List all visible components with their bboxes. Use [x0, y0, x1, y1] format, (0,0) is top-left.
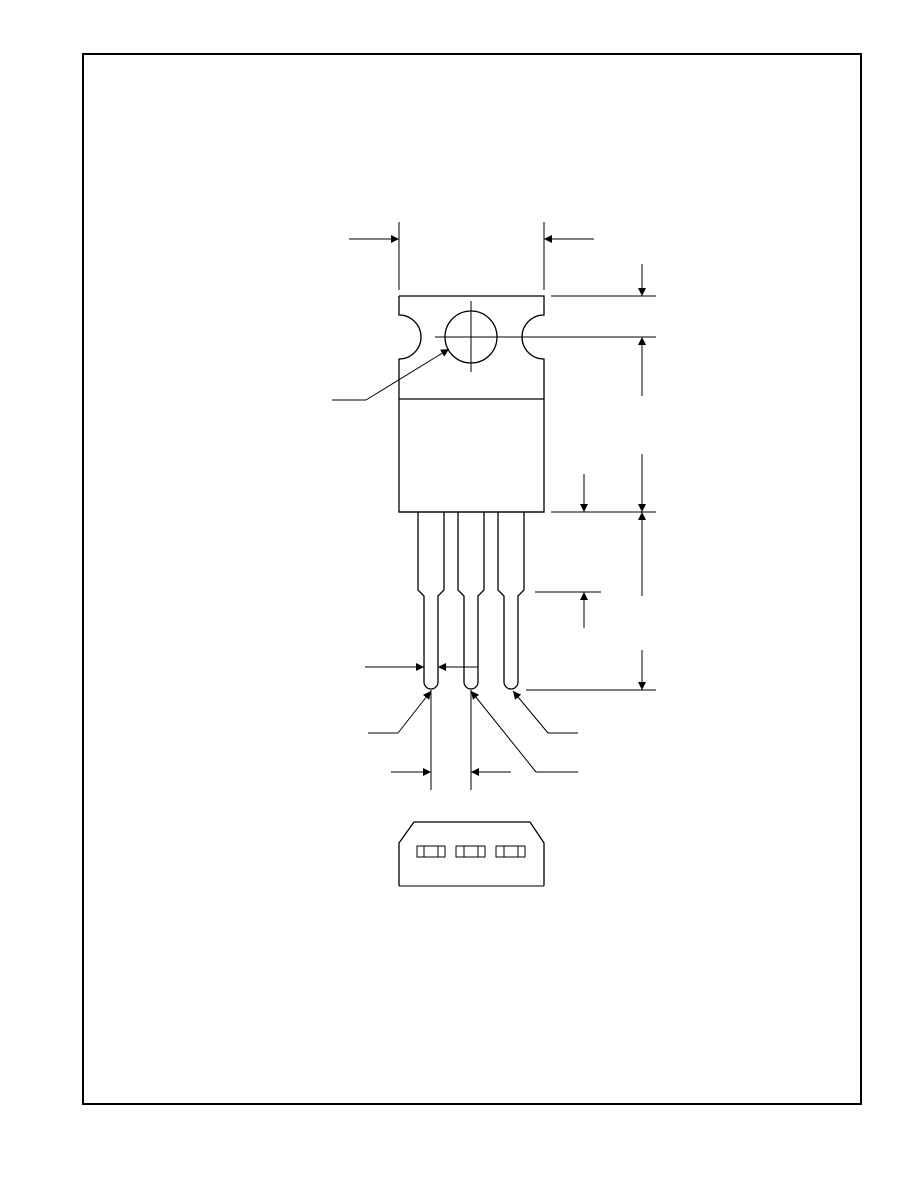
- lead-right: [497, 512, 525, 690]
- end-view-lead-3: [495, 845, 526, 858]
- lead-center: [457, 512, 485, 690]
- dimension-lead-shoulder: [535, 591, 601, 628]
- package-body: [398, 399, 545, 513]
- dimension-lead-pitch: [391, 690, 511, 790]
- dimension-tab-to-body-bottom: [551, 454, 656, 513]
- end-view-lead-2: [455, 845, 486, 858]
- leader-lead-3: [512, 690, 578, 734]
- lead-left: [417, 512, 445, 690]
- dimension-hole-position: [551, 264, 656, 396]
- package-end-view: [398, 821, 545, 887]
- leader-lead-2: [470, 690, 578, 773]
- dimension-body-width: [349, 222, 594, 290]
- drawing-frame: [82, 53, 862, 1105]
- dimension-lead-length: [526, 512, 656, 691]
- end-view-lead-1: [416, 845, 446, 858]
- mounting-tab-outline: [398, 295, 545, 399]
- leader-mounting-hole: [332, 348, 450, 401]
- leader-lead-1: [368, 690, 432, 734]
